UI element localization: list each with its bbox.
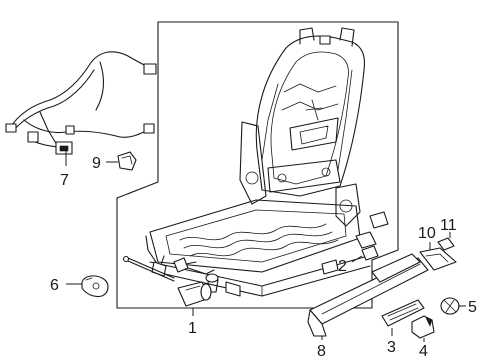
assembly-boundary	[116, 21, 399, 309]
callout-7: 7	[60, 172, 69, 189]
callout-5: 5	[468, 299, 477, 316]
bushing-part	[205, 273, 219, 293]
callout-9: 9	[92, 155, 101, 172]
leader-2	[351, 255, 363, 263]
callout-1: 1	[188, 320, 197, 337]
wire-harness	[5, 51, 157, 155]
callout-4: 4	[419, 343, 428, 360]
part-3-bracket	[381, 299, 425, 327]
part-10-cover	[419, 247, 457, 271]
part-4-clip	[411, 315, 435, 339]
part-11-clip	[437, 237, 455, 251]
seat-back-frame	[255, 27, 366, 197]
bolt-part	[173, 257, 197, 273]
part-5-knob	[440, 297, 460, 315]
part-2-bracket	[355, 211, 389, 261]
callout-6: 6	[50, 277, 59, 294]
clip-part-9	[117, 151, 137, 171]
motor-part	[177, 281, 212, 307]
cover-part-6	[81, 275, 109, 298]
callout-11: 11	[440, 217, 457, 234]
rail-cover-8	[307, 253, 429, 337]
adjuster-rod	[122, 255, 175, 282]
callout-2: 2	[338, 258, 347, 275]
callout-8: 8	[317, 343, 326, 360]
callout-3: 3	[387, 339, 396, 356]
callout-10: 10	[418, 225, 436, 242]
